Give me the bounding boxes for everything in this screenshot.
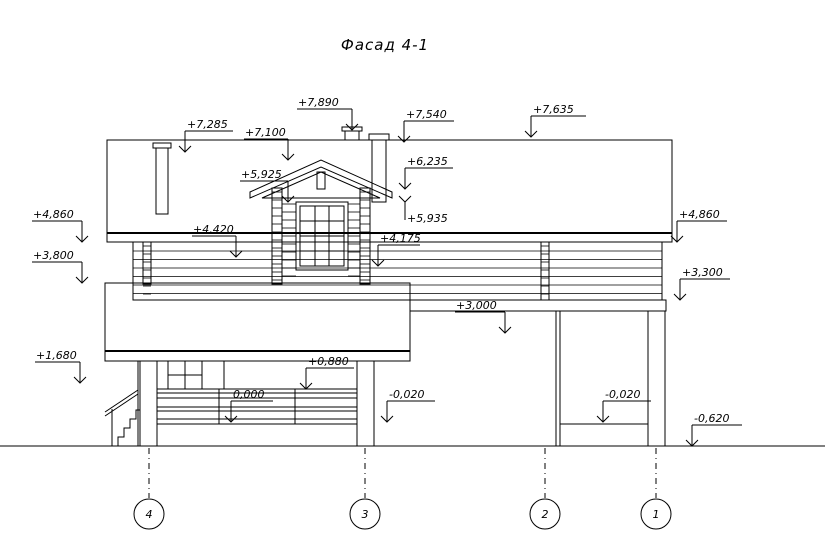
elevation-mark: +1,680 xyxy=(35,349,87,384)
elevation-label: -0,020 xyxy=(605,388,640,401)
dormer-window xyxy=(295,201,349,271)
elevation-mark: +5,935 xyxy=(398,195,448,225)
log-post-1 xyxy=(142,241,152,285)
elevation-mark: -0,020 xyxy=(380,388,435,423)
dormer-log-courses xyxy=(272,191,370,281)
porch-fascia xyxy=(104,350,411,362)
elevation-label: +4,420 xyxy=(193,223,234,236)
axis-label-2: 2 xyxy=(542,508,549,521)
dormer-post-right xyxy=(359,187,371,285)
axis-label-4: 4 xyxy=(146,508,153,521)
chimney-left-cap xyxy=(152,142,172,149)
elevation-mark: +7,285 xyxy=(178,118,233,153)
axis-marker-3 xyxy=(349,498,381,530)
elevation-marks: +7,890 +7,540 +7,635 +7,285 +7,100 +6,235 +5,9… xyxy=(32,96,742,447)
axis-label-1: 1 xyxy=(653,508,660,521)
elevation-label: 0,000 xyxy=(233,388,265,401)
drawing-title: Фасад 4-1 xyxy=(341,36,429,54)
elevation-mark: +3,300 xyxy=(673,266,730,301)
stair-rail xyxy=(104,389,139,413)
railing-mid xyxy=(156,406,358,412)
elevation-mark: -0,020 xyxy=(596,388,651,423)
axis-marker-1 xyxy=(640,498,672,530)
stair-rail xyxy=(104,393,139,417)
railing-low xyxy=(156,418,358,425)
elevation-label: -0,620 xyxy=(694,412,729,425)
elevation-label: +7,890 xyxy=(298,96,339,109)
elevation-label: +4,860 xyxy=(679,208,720,221)
axis-marker-4 xyxy=(133,498,165,530)
elevation-mark: +5,925 xyxy=(240,168,295,203)
elevation-label: -0,020 xyxy=(389,388,424,401)
main-roof xyxy=(106,139,673,234)
elevation-label: +0,880 xyxy=(308,355,349,368)
elevation-label: +7,100 xyxy=(245,126,286,139)
porch-post-left xyxy=(139,360,158,447)
dormer-post-left xyxy=(271,187,283,285)
dormer-vent xyxy=(316,171,326,190)
elevation-label: +3,300 xyxy=(682,266,723,279)
stair-steps xyxy=(117,409,140,446)
axis-marker-2 xyxy=(529,498,561,530)
elevation-label: +5,925 xyxy=(241,168,282,181)
elevation-mark: -0,620 xyxy=(685,412,742,447)
elevation-label: +3,800 xyxy=(33,249,74,262)
axis-label-3: 3 xyxy=(362,508,369,521)
carport-roof xyxy=(409,299,667,312)
elevation-mark: +4,420 xyxy=(192,223,243,258)
dormer-gable xyxy=(261,171,381,199)
carport-post-1 xyxy=(647,310,666,447)
elevation-label: +7,540 xyxy=(406,108,447,121)
elevation-mark: +4,860 xyxy=(32,208,89,243)
elevation-mark: +0,880 xyxy=(299,355,354,390)
log-courses xyxy=(133,245,662,295)
elevation-mark: 0,000 xyxy=(224,388,273,423)
elevation-mark: +3,000 xyxy=(455,299,512,334)
carport-post-2 xyxy=(555,310,561,447)
elevation-label: +6,235 xyxy=(407,155,448,168)
elevation-mark: +7,635 xyxy=(524,103,586,138)
elevation-mark: +3,800 xyxy=(32,249,89,284)
porch-post-right xyxy=(356,360,375,447)
log-wall xyxy=(132,241,663,301)
roof-vent xyxy=(344,130,360,141)
elevation-mark: +4,860 xyxy=(670,208,727,243)
chimney-left xyxy=(155,147,169,215)
elevation-mark: +4,175 xyxy=(371,232,421,267)
elevation-label: +4,175 xyxy=(380,232,421,245)
elevation-label: +7,635 xyxy=(533,103,574,116)
elevation-label: +5,935 xyxy=(407,212,448,225)
elevation-mark: +6,235 xyxy=(398,155,453,190)
elevation-mark: +7,540 xyxy=(397,108,454,143)
elevation-label: +4,860 xyxy=(33,208,74,221)
dormer-roof xyxy=(249,159,393,199)
chimney-right-cap xyxy=(368,133,390,141)
railing-top xyxy=(156,392,358,399)
elevation-label: +1,680 xyxy=(36,349,77,362)
elevation-mark: +7,890 xyxy=(297,96,359,131)
elevation-mark: +7,100 xyxy=(244,126,295,161)
elevation-label: +7,285 xyxy=(187,118,228,131)
elevation-label: +3,000 xyxy=(456,299,497,312)
